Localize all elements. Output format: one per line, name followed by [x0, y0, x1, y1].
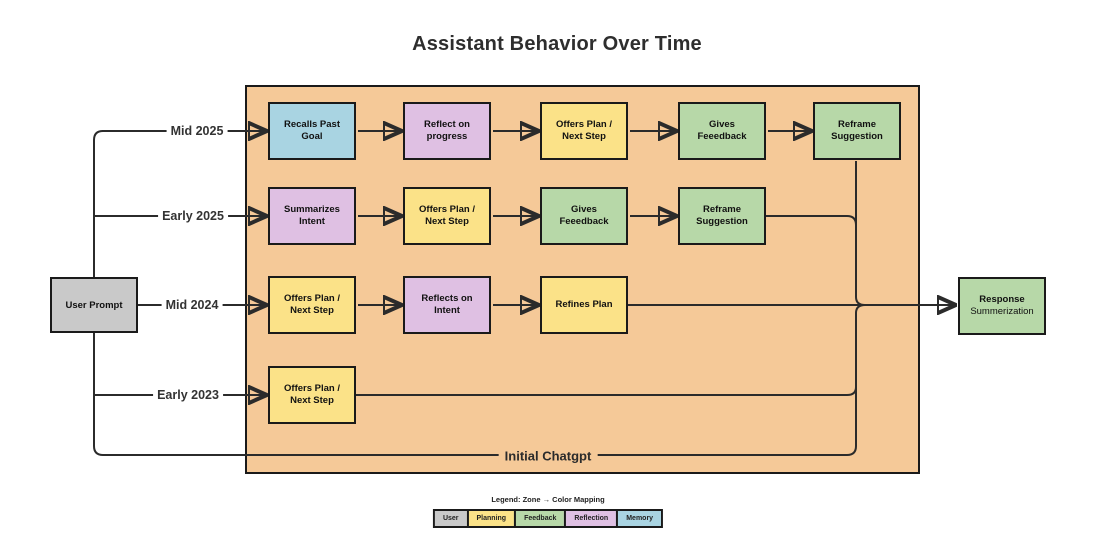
flow-box-planning: Refines Plan: [540, 276, 628, 334]
legend-item-memory: Memory: [616, 511, 662, 526]
flow-box-planning: Offers Plan / Next Step: [268, 276, 356, 334]
legend: Legend: Zone → Color Mapping User Planni…: [432, 495, 664, 528]
user-prompt-box: User Prompt: [50, 277, 138, 333]
trunk-top-merge: [855, 161, 866, 306]
row2-merge-line: [766, 215, 857, 226]
row4-merge-line: [356, 386, 857, 396]
flow-box-planning: Offers Plan / Next Step: [403, 187, 491, 245]
legend-item-feedback: Feedback: [514, 511, 565, 526]
response-label-line1: Response: [979, 293, 1025, 305]
flow-box-feedback: Reframe Suggestion: [813, 102, 901, 160]
timeline-label-mid-2024: Mid 2024: [161, 297, 223, 313]
initial-chatgpt-line: [103, 445, 857, 456]
flow-box-feedback: Reframe Suggestion: [678, 187, 766, 245]
flow-box-planning: Offers Plan / Next Step: [540, 102, 628, 160]
flow-box-reflection: Reflects on Intent: [403, 276, 491, 334]
response-label-line2: Summerization: [970, 306, 1034, 317]
legend-item-user: User: [434, 511, 467, 526]
timeline-label-early-2023: Early 2023: [153, 387, 223, 403]
flow-box-reflection: Reflect on progress: [403, 102, 491, 160]
timeline-label-mid-2025: Mid 2025: [166, 123, 228, 139]
trunk-bottom-merge: [855, 304, 866, 446]
legend-title: Legend: Zone → Color Mapping: [491, 495, 605, 504]
flow-box-memory: Recalls Past Goal: [268, 102, 356, 160]
flow-box-planning: Offers Plan / Next Step: [268, 366, 356, 424]
flow-box-reflection: Summarizes Intent: [268, 187, 356, 245]
timeline-label-initial-chatgpt: Initial Chatgpt: [498, 447, 598, 465]
legend-item-reflection: Reflection: [564, 511, 617, 526]
flow-box-feedback: Gives Feeedback: [540, 187, 628, 245]
legend-item-planning: Planning: [466, 511, 515, 526]
user-prompt-label: User Prompt: [65, 299, 123, 311]
response-summerization-box: Response Summerization: [958, 277, 1046, 335]
flow-box-feedback: Gives Feeedback: [678, 102, 766, 160]
diagram-title: Assistant Behavior Over Time: [412, 33, 702, 55]
timeline-label-early-2025: Early 2025: [158, 208, 228, 224]
legend-swatch-row: User Planning Feedback Reflection Memory: [432, 509, 664, 528]
